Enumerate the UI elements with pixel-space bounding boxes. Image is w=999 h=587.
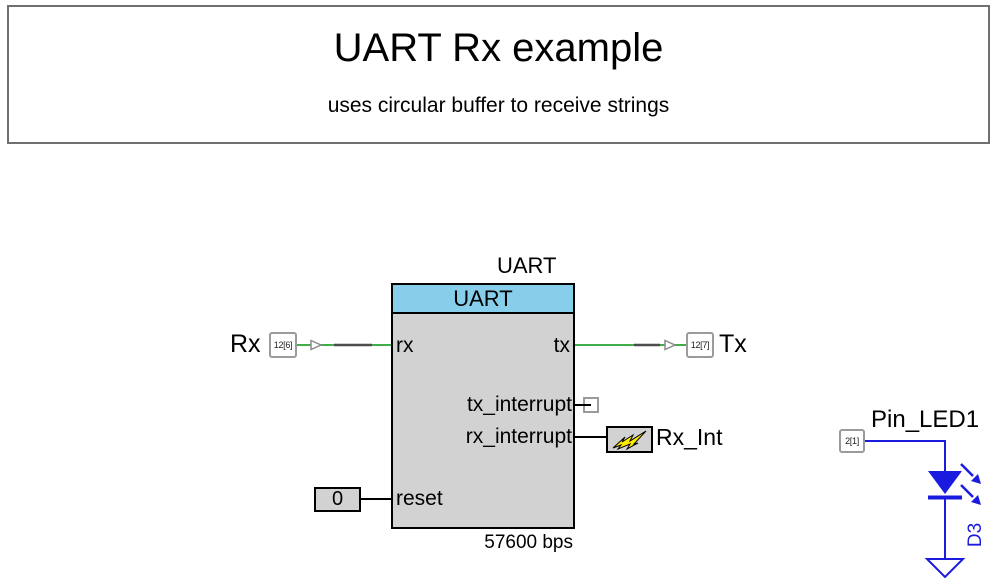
pin-rx-connector[interactable]: 12[6] xyxy=(269,332,297,358)
led-light-arrow-icon xyxy=(960,463,981,484)
lightning-bolt-icon xyxy=(612,430,647,451)
port-rx-interrupt: rx_interrupt xyxy=(465,425,572,448)
uart-instance-label[interactable]: UART xyxy=(497,253,557,278)
led-diode-symbol[interactable] xyxy=(928,471,962,494)
pin-rx-label[interactable]: Rx xyxy=(230,330,261,358)
led-designator-label[interactable]: D3 xyxy=(965,522,986,548)
pin-led-label[interactable]: Pin_LED1 xyxy=(871,406,980,433)
pin-tx-label[interactable]: Tx xyxy=(719,330,747,358)
uart-component-header: UART xyxy=(393,285,573,314)
port-tx: tx xyxy=(553,334,570,357)
port-reset: reset xyxy=(396,487,443,510)
logic-low-value: 0 xyxy=(331,488,344,510)
offsheet-connector-icon[interactable] xyxy=(924,558,966,579)
isr-instance-label[interactable]: Rx_Int xyxy=(656,424,723,450)
tx-direction-arrow-icon xyxy=(664,339,677,351)
pin-led-location: 2[1] xyxy=(845,436,859,446)
pin-tx-location: 12[7] xyxy=(690,340,710,350)
port-rx: rx xyxy=(396,334,414,357)
led-light-arrow-icon xyxy=(960,484,981,505)
port-tx-interrupt: tx_interrupt xyxy=(466,393,572,416)
pin-rx-location: 12[6] xyxy=(273,340,293,350)
baud-rate-label: 57600 bps xyxy=(484,532,573,553)
uart-component-block[interactable]: UART rx tx tx_interrupt rx_interrupt res… xyxy=(391,283,575,529)
led-wire-top[interactable] xyxy=(865,440,946,471)
schematic-subtitle: uses circular buffer to receive strings xyxy=(327,94,670,117)
schematic-title: UART Rx example xyxy=(333,26,664,70)
logic-low-constant[interactable]: 0 xyxy=(314,487,361,512)
title-annotation-box: UART Rx example uses circular buffer to … xyxy=(7,5,990,144)
pin-tx-connector[interactable]: 12[7] xyxy=(686,332,714,358)
pin-led-connector[interactable]: 2[1] xyxy=(839,429,865,453)
rx-direction-arrow-icon xyxy=(310,339,323,351)
